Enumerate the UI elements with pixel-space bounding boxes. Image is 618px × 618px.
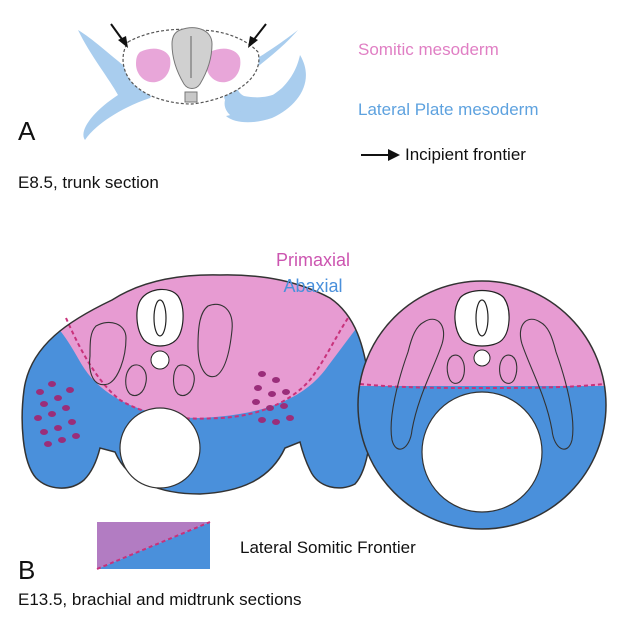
brachial-notochord bbox=[151, 351, 169, 369]
legend-somitic-label: Somitic mesoderm bbox=[358, 40, 499, 60]
brachial-neural-tube bbox=[137, 289, 183, 346]
midtrunk-section bbox=[350, 270, 618, 529]
panel-b-letter: B bbox=[18, 555, 35, 586]
panel-a-letter: A bbox=[18, 116, 35, 147]
midtrunk-neural-tube bbox=[455, 291, 509, 347]
midtrunk-notochord bbox=[474, 350, 490, 366]
primaxial-label: Primaxial bbox=[248, 250, 378, 271]
legend-frontier-label: Incipient frontier bbox=[405, 145, 526, 165]
legend-lateral-label: Lateral Plate mesoderm bbox=[358, 100, 538, 120]
panel-b-caption: E13.5, brachial and midtrunk sections bbox=[18, 590, 302, 610]
frontier-arrow-right bbox=[248, 24, 266, 48]
frontier-key-label: Lateral Somitic Frontier bbox=[240, 538, 416, 558]
frontier-arrow-left bbox=[111, 24, 128, 48]
frontier-legend-swatch bbox=[97, 522, 210, 569]
abaxial-label: Abaxial bbox=[248, 276, 378, 297]
brachial-gut bbox=[120, 408, 200, 488]
e85-section bbox=[78, 24, 306, 140]
panel-a-caption: E8.5, trunk section bbox=[18, 173, 159, 193]
notochord bbox=[185, 92, 197, 102]
midtrunk-gut bbox=[422, 392, 542, 512]
frontier-legend-arrow bbox=[361, 149, 400, 161]
